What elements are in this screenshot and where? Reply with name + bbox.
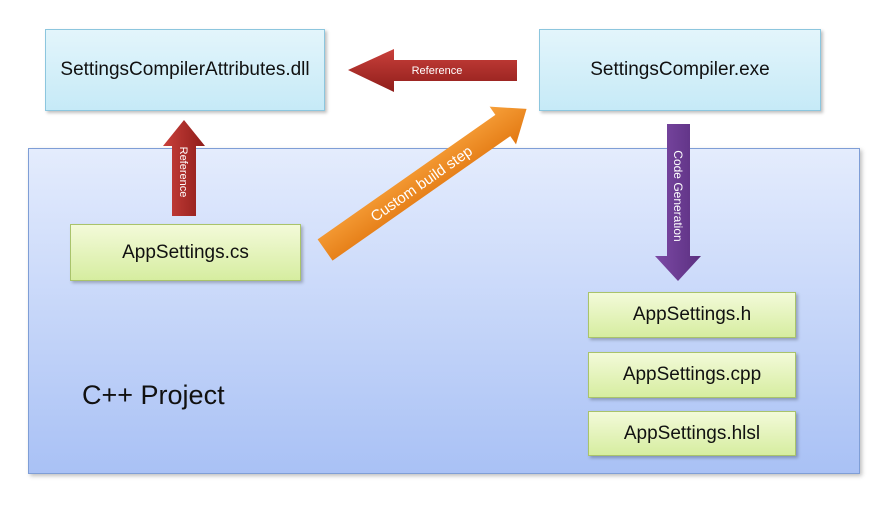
app-settings-cs-label: AppSettings.cs [122, 241, 249, 263]
app-settings-cpp-box: AppSettings.cpp [588, 352, 796, 398]
app-settings-cpp-label: AppSettings.cpp [622, 364, 762, 385]
app-settings-h-label: AppSettings.h [632, 304, 752, 325]
reference-arrow-vertical [163, 120, 205, 216]
app-settings-hlsl-box: AppSettings.hlsl [588, 411, 796, 456]
reference-arrow-vertical-label: Reference [177, 147, 189, 198]
settings-compiler-attributes-dll-label: SettingsCompilerAttributes.dll [60, 59, 310, 80]
app-settings-h-box: AppSettings.h [588, 292, 796, 338]
settings-compiler-exe-box: SettingsCompiler.exe [539, 29, 821, 111]
settings-compiler-attributes-dll-box: SettingsCompilerAttributes.dll [45, 29, 325, 111]
custom-build-step-arrow [317, 106, 527, 261]
reference-arrow-horizontal [348, 49, 517, 92]
app-settings-cs-box: AppSettings.cs [70, 224, 301, 281]
cpp-project-label: C++ Project [82, 380, 225, 410]
app-settings-hlsl-label: AppSettings.hlsl [623, 422, 761, 444]
code-generation-label: Code Generation [671, 150, 685, 241]
settings-compiler-exe-label: SettingsCompiler.exe [590, 59, 770, 80]
reference-arrow-horizontal-label: Reference [412, 65, 463, 77]
code-generation-arrow [655, 124, 701, 281]
custom-build-step-label: Custom build step [368, 143, 476, 226]
